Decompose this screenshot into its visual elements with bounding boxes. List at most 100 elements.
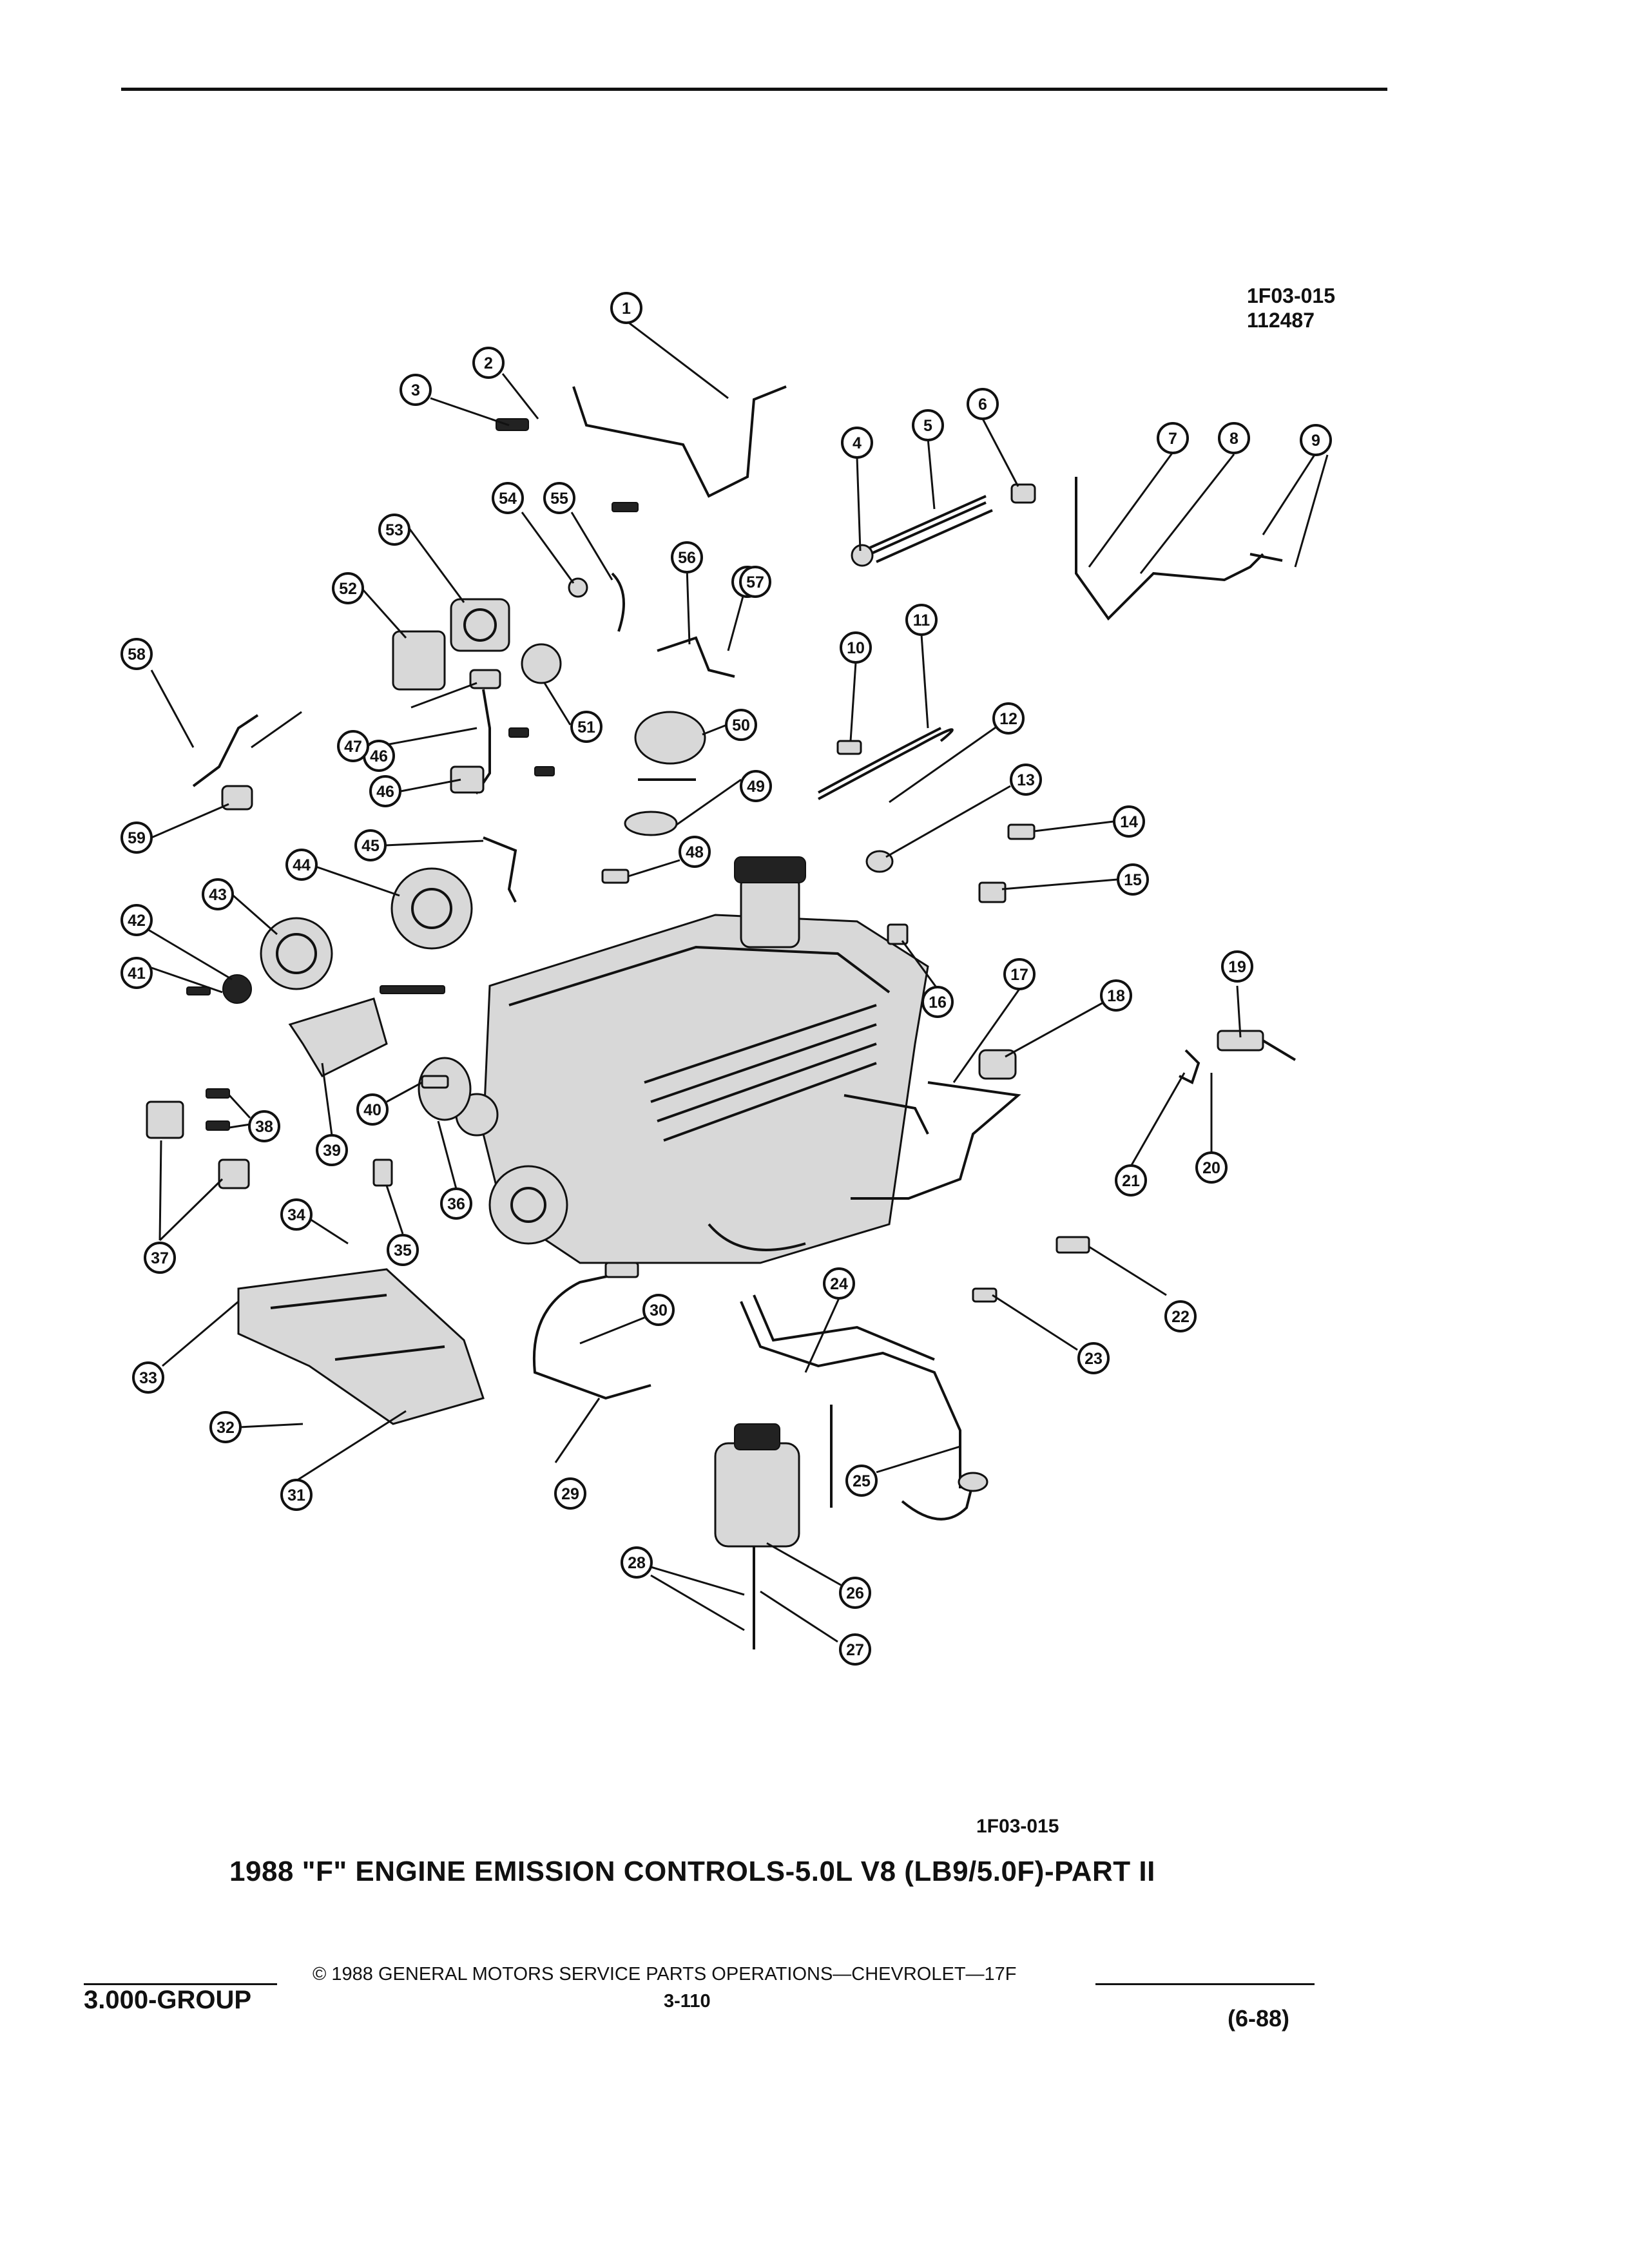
callout-circle <box>642 1294 675 1326</box>
callout-57: 57 <box>739 566 771 598</box>
callout-9: 9 <box>1300 424 1332 456</box>
callout-number: 57 <box>746 573 764 591</box>
callout-circle <box>1157 422 1189 454</box>
figure-title: 1988 "F" ENGINE EMISSION CONTROLS-5.0L V… <box>229 1856 1155 1887</box>
callout-circle <box>570 711 602 743</box>
callout-circle <box>1300 424 1332 456</box>
callout-11: 11 <box>905 604 938 636</box>
callout-circle <box>202 878 234 910</box>
callout-39: 39 <box>316 1134 348 1166</box>
callout-51: 51 <box>570 711 602 743</box>
callout-14: 14 <box>1113 805 1145 838</box>
footer-revision: (6-88) <box>1228 2005 1290 2032</box>
callout-31: 31 <box>280 1479 313 1511</box>
callout-circle <box>387 1234 419 1266</box>
callout-number: 35 <box>394 1242 412 1260</box>
callout-circle <box>739 566 771 598</box>
callout-circle <box>992 702 1025 735</box>
callout-15: 15 <box>1117 863 1149 896</box>
callout-10: 10 <box>840 631 872 664</box>
callout-40: 40 <box>356 1093 389 1126</box>
footer-rule-left <box>84 1983 277 1985</box>
callout-number: 25 <box>853 1472 871 1490</box>
callout-37: 37 <box>144 1242 176 1274</box>
callout-23: 23 <box>1077 1342 1110 1374</box>
callout-number: 5 <box>923 417 932 435</box>
callout-number: 33 <box>139 1369 157 1387</box>
callout-number: 19 <box>1228 958 1246 976</box>
callout-number: 15 <box>1124 871 1142 889</box>
callout-number: 2 <box>484 354 493 372</box>
callout-16: 16 <box>921 986 954 1018</box>
callout-circle <box>280 1198 313 1231</box>
callout-circle <box>1077 1342 1110 1374</box>
callout-number: 9 <box>1311 432 1320 450</box>
figure-code-label: 1F03-015 <box>1247 284 1335 307</box>
callout-54: 54 <box>492 482 524 514</box>
callout-number: 50 <box>732 716 750 735</box>
callout-number: 3 <box>411 381 420 399</box>
callout-circle <box>337 730 369 762</box>
callout-number: 23 <box>1084 1350 1103 1368</box>
callout-circle <box>472 347 505 379</box>
callout-number: 40 <box>363 1101 381 1119</box>
callout-number: 16 <box>929 994 947 1012</box>
callout-7: 7 <box>1157 422 1189 454</box>
callout-circle <box>823 1267 855 1300</box>
callout-circle <box>1113 805 1145 838</box>
callout-number: 59 <box>128 829 146 847</box>
callout-circle <box>120 822 153 854</box>
callout-6: 6 <box>967 388 999 420</box>
footer-group: 3.000-GROUP <box>84 1986 252 2014</box>
callout-number: 51 <box>577 718 595 736</box>
callout-number: 55 <box>550 490 568 508</box>
callout-circle <box>120 904 153 936</box>
callout-number: 38 <box>255 1118 273 1136</box>
callout-circle <box>679 836 711 868</box>
callout-46: 46 <box>363 740 395 772</box>
callout-50: 50 <box>725 709 757 741</box>
callout-30: 30 <box>642 1294 675 1326</box>
callout-circle <box>839 1633 871 1666</box>
callout-number: 44 <box>293 856 311 874</box>
callout-41: 41 <box>120 957 153 989</box>
callout-number: 36 <box>447 1195 465 1213</box>
callout-number: 20 <box>1202 1159 1220 1177</box>
callout-36: 36 <box>440 1187 472 1220</box>
callout-circle <box>144 1242 176 1274</box>
callout-number: 17 <box>1010 966 1028 984</box>
callout-circle <box>440 1187 472 1220</box>
figure-date-code: 112487 <box>1247 309 1315 332</box>
callout-circle <box>839 1577 871 1609</box>
callout-58: 58 <box>120 638 153 670</box>
callout-20: 20 <box>1195 1151 1228 1184</box>
callout-number: 24 <box>830 1275 848 1293</box>
callout-2: 2 <box>472 347 505 379</box>
callout-8: 8 <box>1218 422 1250 454</box>
callout-number: 14 <box>1120 813 1138 831</box>
callout-46: 46 <box>369 775 401 807</box>
callout-56: 56 <box>671 541 703 573</box>
callout-55: 55 <box>543 482 575 514</box>
callout-38: 38 <box>248 1110 280 1142</box>
callout-circle <box>1117 863 1149 896</box>
callout-circle <box>1010 764 1042 796</box>
figure-code-top: 1F03-015 112487 <box>1247 284 1335 332</box>
callout-43: 43 <box>202 878 234 910</box>
callout-17: 17 <box>1003 958 1036 990</box>
callout-number: 48 <box>686 843 704 861</box>
callout-circle <box>316 1134 348 1166</box>
callout-circle <box>280 1479 313 1511</box>
callout-circle <box>1221 950 1253 983</box>
callout-circle <box>1218 422 1250 454</box>
callout-25: 25 <box>845 1465 878 1497</box>
callout-number: 27 <box>846 1641 864 1659</box>
callout-22: 22 <box>1164 1300 1197 1332</box>
callout-circle <box>725 709 757 741</box>
callout-35: 35 <box>387 1234 419 1266</box>
callout-number: 42 <box>128 912 146 930</box>
callout-circle <box>356 1093 389 1126</box>
callout-3: 3 <box>400 374 432 406</box>
callout-12: 12 <box>992 702 1025 735</box>
callout-circle <box>621 1546 653 1579</box>
